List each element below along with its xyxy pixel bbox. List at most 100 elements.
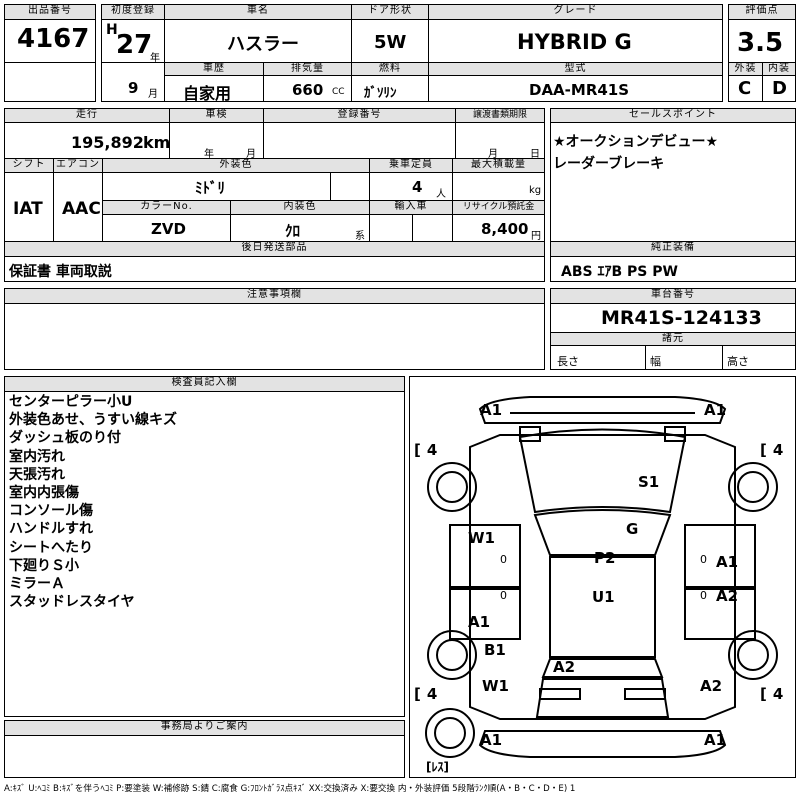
first-registration-box: H 27 年 <box>101 19 165 64</box>
width-label: 幅 <box>650 355 661 368</box>
mark-rear-left: A1 <box>480 731 502 749</box>
mark-rear-qtr-right: A2 <box>700 677 722 695</box>
height-label: 高さ <box>727 355 749 368</box>
wheel-rear-left-inner <box>436 639 468 671</box>
mileage-box: 195,892 km <box>4 122 170 159</box>
mark-front-door-right: A1 <box>716 553 738 571</box>
inspection-diagram: [4 [4 [4 [4 A1 A1 S1 G W1 A1 P2 U1 A2 A1… <box>409 376 796 778</box>
seats: 4 <box>412 178 423 196</box>
exterior-grade: C <box>738 78 752 99</box>
seats-unit: 人 <box>436 189 446 200</box>
right-rear-door-outline <box>684 588 756 640</box>
recycle-deposit-label: リサイクル預託金 <box>452 200 545 215</box>
import-box <box>369 214 413 242</box>
wheel-rear-left <box>427 630 477 680</box>
interior-color: ｸﾛ <box>285 222 301 240</box>
door-type: 5W <box>374 32 407 53</box>
car-name: ハスラー <box>227 34 299 55</box>
inspection-label: 車検 <box>169 108 264 123</box>
exterior-grade-label: 外装 <box>728 62 763 76</box>
model-label: 型式 <box>428 62 723 76</box>
roof-outline <box>549 556 656 658</box>
grade-label: グレード <box>428 4 723 20</box>
office-notice-label: 事務局よりご案内 <box>4 720 405 736</box>
history-label: 車歴 <box>164 62 264 76</box>
equipment-box: ABS ｴｱB PS PW <box>550 256 796 282</box>
exterior-color-label: 外装色 <box>102 158 370 173</box>
shift-label: シフト <box>4 158 54 173</box>
length-box: 長さ <box>550 345 646 370</box>
sales-point-box: ★オークションデビュー★ レーダーブレーキ <box>550 122 796 242</box>
sales-point-label: セールスポイント <box>550 108 796 123</box>
wheel-front-left-inner <box>436 471 468 503</box>
spare-wheel <box>425 708 475 758</box>
interior-grade-box: D <box>762 75 796 102</box>
registration-number-box <box>263 122 456 159</box>
sales-point-line-2: レーダーブレーキ <box>553 156 665 172</box>
note-line: ハンドルすれ <box>9 521 93 538</box>
note-line: 室内内張傷 <box>9 485 79 502</box>
lot-number-box: 4167 <box>4 19 96 63</box>
aircon: AAC <box>62 199 101 219</box>
office-notice-box <box>4 735 405 778</box>
note-line: センターピラー小U <box>9 394 133 410</box>
note-line: 外装色あせ、うすい線キズ <box>9 412 177 429</box>
model-code: DAA-MR41S <box>529 81 630 99</box>
exterior-color-box: ﾐﾄﾞﾘ <box>102 172 331 201</box>
spare-wheel-inner <box>434 717 466 749</box>
later-items: 保証書 車両取説 <box>9 264 112 280</box>
left-front-door-outline <box>449 524 521 588</box>
width-box: 幅 <box>645 345 723 370</box>
wheel-front-left <box>427 462 477 512</box>
headlight-right <box>664 426 686 442</box>
windshield-outline <box>533 509 672 556</box>
note-line: コンソール傷 <box>9 503 93 520</box>
equipment-label: 純正装備 <box>550 241 796 257</box>
damage-legend: A:ｷｽﾞ U:ﾍｺﾐ B:ｷｽﾞを伴うﾍｺﾐ P:要塗装 W:補修跡 S:錆 … <box>4 784 576 794</box>
mark-front-left: A1 <box>480 401 502 419</box>
model-box: DAA-MR41S <box>428 75 723 102</box>
inspector-notes: センターピラー小U 外装色あせ、うすい線キズ ダッシュ板のり付 室内汚れ 天張汚… <box>9 393 177 611</box>
interior-color-unit: 系 <box>355 231 365 242</box>
headlight-left <box>519 426 541 442</box>
fuel-box: ｶﾞｿﾘﾝ <box>351 75 429 102</box>
note-line: 天張汚れ <box>9 466 65 483</box>
hood-outline <box>518 428 687 514</box>
history: 自家用 <box>183 84 232 103</box>
aircon-box: AAC <box>53 172 103 242</box>
seats-box: 4 人 <box>369 172 453 201</box>
chassis-box: MR41S-124133 <box>550 303 796 333</box>
car-name-label: 車名 <box>164 4 352 20</box>
zero-left: 0 <box>500 553 507 566</box>
door-type-label: ドア形状 <box>351 4 429 20</box>
interior-color-box: ｸﾛ 系 <box>230 214 370 242</box>
lot-number: 4167 <box>17 24 90 54</box>
registration-month-box: 9 月 <box>101 62 165 102</box>
fuel-label: 燃料 <box>351 62 429 76</box>
transfer-deadline-label: 譲渡書類期限 <box>455 108 545 123</box>
cc-unit: CC <box>332 87 345 97</box>
mark-front-door-left: W1 <box>468 529 495 547</box>
inspector-notes-box: センターピラー小U 外装色あせ、うすい線キズ ダッシュ板のり付 室内汚れ 天張汚… <box>4 391 405 717</box>
spare-tire-label: [ﾚｽ] <box>426 760 449 774</box>
height-box: 高さ <box>722 345 796 370</box>
transfer-deadline-box: 月 日 <box>455 122 545 160</box>
shift: IAT <box>13 199 43 219</box>
mark-front-right: A1 <box>704 401 726 419</box>
mileage-label: 走行 <box>4 108 170 123</box>
registration-month: 9 <box>128 79 139 97</box>
interior-grade-label: 内装 <box>762 62 796 76</box>
body-outline <box>469 434 736 720</box>
note-line: ダッシュ板のり付 <box>9 430 121 447</box>
front-bumper-outline <box>478 396 727 424</box>
wheel-front-right-inner <box>737 471 769 503</box>
inspection-month-suffix: 月 <box>246 149 256 160</box>
seats-label: 乗車定員 <box>369 158 453 173</box>
left-rear-door-outline <box>449 588 521 640</box>
mark-trunk: A2 <box>553 658 575 676</box>
mark-windshield: G <box>626 520 638 538</box>
displacement: 660 <box>292 81 324 99</box>
yen-unit: 円 <box>531 231 541 242</box>
car-name-box: ハスラー <box>164 19 352 63</box>
door-type-box: 5W <box>351 19 429 63</box>
